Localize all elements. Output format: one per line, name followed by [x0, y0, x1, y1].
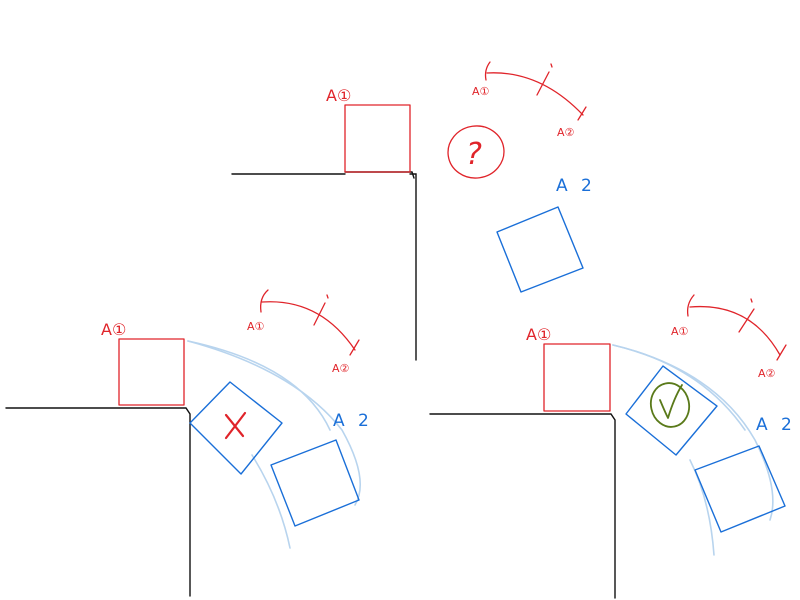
label-a2: A 2 [333, 411, 373, 431]
label-a2: A 2 [756, 415, 796, 435]
label-a1: A① [101, 320, 126, 339]
box-a2 [694, 445, 786, 533]
arc-label-a2: A② [332, 362, 350, 375]
arc-mid-tick [738, 308, 755, 333]
corner-wall-inner [344, 171, 415, 179]
arc-end-tick [577, 106, 587, 121]
guide-arc-outer [187, 340, 361, 506]
arc-start-tick [260, 289, 269, 313]
guide-arc-mid [612, 344, 746, 431]
panel-bottom-right: A① A① A② A 2 [429, 294, 796, 599]
check-mark-icon [649, 382, 691, 428]
arc-start-tick [484, 61, 491, 81]
arc-end-tick [349, 339, 360, 356]
arc-mid-tick [536, 71, 550, 96]
arc-path [689, 305, 781, 356]
panel-top: A① A① A② ? A 2 [231, 61, 596, 361]
cross-mark-icon [224, 411, 247, 440]
question-circle [447, 125, 505, 179]
arc-path [261, 301, 356, 351]
arc-label-a1: A① [247, 320, 265, 333]
box-a2 [270, 439, 360, 527]
box-a2-wrong [189, 381, 283, 475]
question-glyph: ? [466, 137, 482, 172]
label-a1: A① [526, 325, 551, 344]
guide-arc-inner [689, 459, 715, 556]
box-a2-correct [625, 365, 718, 456]
label-a1: A① [326, 86, 351, 105]
arc-mid-tick [313, 302, 326, 326]
arc-diagram: A① A② [472, 61, 587, 139]
arc-path [486, 72, 584, 116]
arc-label-a2: A② [758, 367, 776, 380]
arc-mid-small-tick [550, 63, 553, 68]
arc-mid-small-tick [750, 298, 753, 303]
guide-arc-outer [612, 344, 774, 521]
arc-start-tick [686, 294, 695, 317]
arc-mid-small-tick [326, 294, 329, 299]
arc-end-tick [776, 344, 787, 361]
label-a2: A 2 [556, 176, 596, 196]
arc-diagram: A① A② [671, 294, 787, 380]
guide-arc-outer2 [187, 340, 331, 431]
panel-bottom-left: A① A① A② A 2 [5, 289, 373, 597]
guide-arc-inner [251, 454, 291, 549]
box-a1 [344, 104, 411, 173]
box-a1 [118, 338, 185, 406]
arc-label-a1: A① [671, 325, 689, 338]
arc-diagram: A① A② [247, 289, 360, 375]
corner-wall [5, 407, 191, 597]
box-a2 [496, 206, 584, 293]
arc-label-a1: A① [472, 85, 490, 98]
corner-wall [429, 413, 616, 599]
question-mark: ? [447, 125, 505, 179]
box-a1 [543, 343, 611, 412]
arc-label-a2: A② [557, 126, 575, 139]
